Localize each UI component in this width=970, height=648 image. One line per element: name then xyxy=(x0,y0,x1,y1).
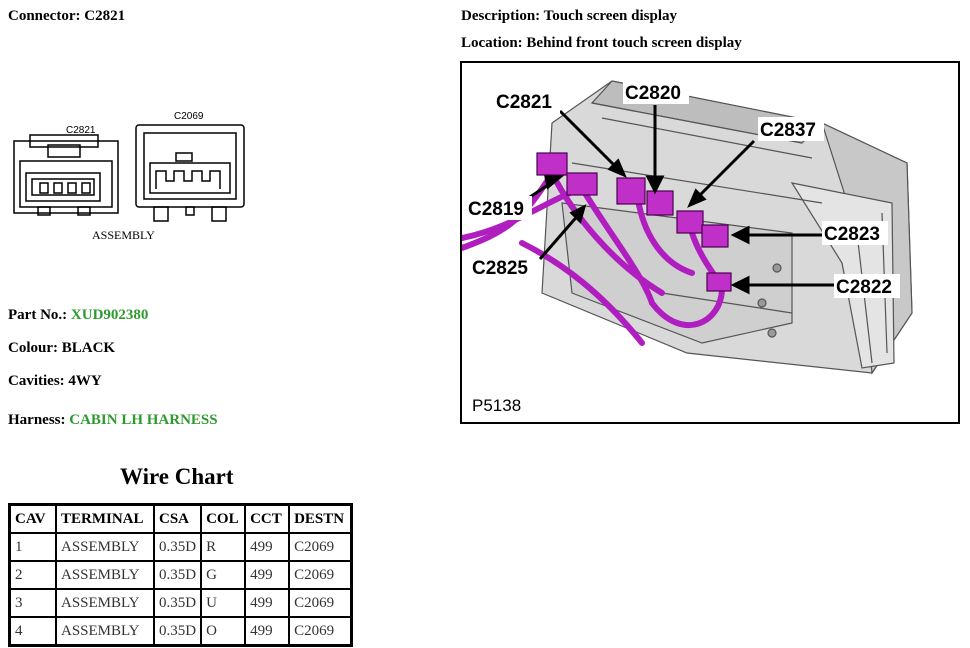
colour-value: BLACK xyxy=(61,340,116,356)
table-row: 1 ASSEMBLY 0.35D R 499 C2069 xyxy=(8,532,353,562)
col-header: TERMINAL xyxy=(55,503,155,534)
cell-csa: 0.35D xyxy=(152,616,203,647)
cell-terminal: ASSEMBLY xyxy=(55,560,155,590)
pinout-connector-b-label: C2069 xyxy=(174,111,204,122)
colour-label: Colour: xyxy=(8,340,58,356)
wire-chart-header-row: CAV TERMINAL CSA COL CCT DESTN xyxy=(8,503,353,534)
harness-label: Harness: xyxy=(8,412,66,428)
connector-b-outline xyxy=(135,124,245,222)
pinout-caption: ASSEMBLY xyxy=(92,228,155,242)
cell-cav: 3 xyxy=(8,588,57,618)
cell-destn: C2069 xyxy=(288,588,353,618)
cell-col: U xyxy=(200,588,247,618)
cavities-line: Cavities: 4WY xyxy=(8,373,102,390)
connector-blocks xyxy=(536,152,732,292)
cell-cct: 499 xyxy=(244,616,291,647)
table-row: 2 ASSEMBLY 0.35D G 499 C2069 xyxy=(8,560,353,590)
connector-value: C2821 xyxy=(84,8,126,24)
col-header: COL xyxy=(200,503,247,534)
part-no-line: Part No.: XUD902380 xyxy=(8,307,148,324)
cell-terminal: ASSEMBLY xyxy=(55,532,155,562)
location-line: Location: Behind front touch screen disp… xyxy=(461,35,742,52)
callout-c2822: C2822 xyxy=(836,277,892,298)
cell-terminal: ASSEMBLY xyxy=(55,588,155,618)
harness-line: Harness: CABIN LH HARNESS xyxy=(8,412,218,429)
location-illustration-drawing: C2821 C2820 C2837 C2819 C2823 C2825 C282… xyxy=(459,80,913,415)
description-line: Description: Touch screen display xyxy=(461,8,677,25)
cell-cav: 4 xyxy=(8,616,57,647)
cell-csa: 0.35D xyxy=(152,588,203,618)
callout-c2821: C2821 xyxy=(496,92,552,113)
part-no-value[interactable]: XUD902380 xyxy=(70,307,149,323)
callout-c2819: C2819 xyxy=(468,199,524,220)
col-header: CCT xyxy=(244,503,291,534)
description-label: Description: xyxy=(461,8,541,24)
connector-pinout-diagram: C2821 C2069 ASSEMBLY xyxy=(13,111,245,242)
col-header: DESTN xyxy=(288,503,353,534)
cell-csa: 0.35D xyxy=(152,560,203,590)
location-illustration: C2821 C2820 C2837 C2819 C2823 C2825 C282… xyxy=(459,61,960,424)
cell-col: R xyxy=(200,532,247,562)
colour-line: Colour: BLACK xyxy=(8,340,115,357)
cell-destn: C2069 xyxy=(288,616,353,647)
description-value: Touch screen display xyxy=(543,8,678,24)
callout-labels: C2821 C2820 C2837 C2819 C2823 C2825 C282… xyxy=(466,80,900,298)
col-header: CSA xyxy=(152,503,203,534)
harness-value[interactable]: CABIN LH HARNESS xyxy=(69,412,218,428)
connector-label: Connector: xyxy=(8,8,81,24)
cell-cav: 2 xyxy=(8,560,57,590)
pinout-connector-a-label: C2821 xyxy=(66,125,96,136)
col-header: CAV xyxy=(8,503,57,534)
cell-col: O xyxy=(200,616,247,647)
part-no-label: Part No.: xyxy=(8,307,68,323)
cell-terminal: ASSEMBLY xyxy=(55,616,155,647)
location-value: Behind front touch screen display xyxy=(526,35,742,51)
callout-c2823: C2823 xyxy=(824,224,880,245)
connector-a-outline xyxy=(13,134,119,216)
cell-destn: C2069 xyxy=(288,560,353,590)
table-row: 3 ASSEMBLY 0.35D U 499 C2069 xyxy=(8,588,353,618)
cell-col: G xyxy=(200,560,247,590)
cell-cct: 499 xyxy=(244,560,291,590)
cell-cct: 499 xyxy=(244,532,291,562)
cavities-value: 4WY xyxy=(68,373,102,389)
wire-chart-title: Wire Chart xyxy=(120,464,234,489)
callout-c2820: C2820 xyxy=(625,83,681,104)
cell-destn: C2069 xyxy=(288,532,353,562)
table-row: 4 ASSEMBLY 0.35D O 499 C2069 xyxy=(8,616,353,647)
wire-chart-table: CAV TERMINAL CSA COL CCT DESTN 1 ASSEMBL… xyxy=(8,503,354,647)
cell-cct: 499 xyxy=(244,588,291,618)
cell-cav: 1 xyxy=(8,532,57,562)
location-label: Location: xyxy=(461,35,523,51)
photo-ref: P5138 xyxy=(472,396,521,415)
connector-line: Connector: C2821 xyxy=(8,8,125,25)
callout-c2837: C2837 xyxy=(760,120,816,141)
callout-c2825: C2825 xyxy=(472,258,528,279)
leader-arrows xyxy=(523,105,834,295)
cell-csa: 0.35D xyxy=(152,532,203,562)
cavities-label: Cavities: xyxy=(8,373,65,389)
